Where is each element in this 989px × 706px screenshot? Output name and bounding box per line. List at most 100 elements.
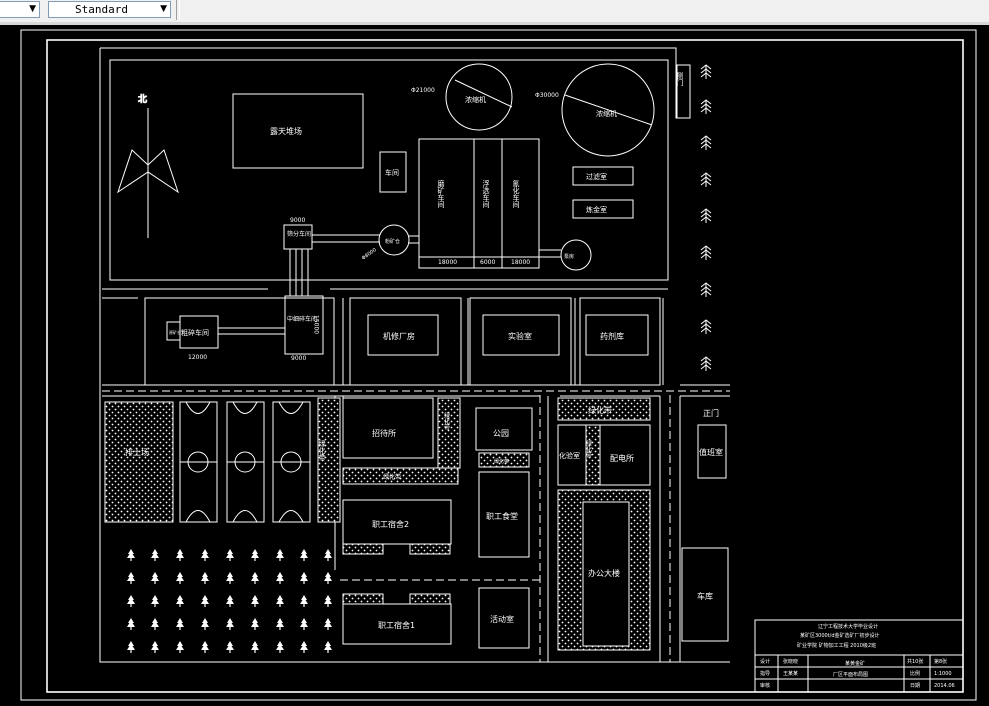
thickener-2 — [561, 63, 655, 157]
side-gate — [676, 64, 691, 119]
layer-combo[interactable]: ▼ — [0, 1, 40, 18]
green-belt-top — [557, 397, 651, 421]
label-green-2: 绿化带 — [383, 473, 401, 481]
dormitory-2 — [342, 499, 452, 545]
process-area-border — [109, 59, 669, 281]
label-open-storage: 露天堆场 — [270, 126, 302, 136]
tb-line-1: 辽宁工程技术大学毕业设计 — [818, 623, 878, 630]
label-side-gate: 侧门 — [676, 71, 684, 87]
tb-guide-label: 指导 — [760, 670, 770, 677]
label-ore-bin-dim: Φ8000 — [361, 247, 378, 261]
label-thickener-1-dim: Φ21000 — [411, 87, 435, 94]
main-mill-building — [418, 138, 540, 269]
label-smelting-room: 炼金室 — [586, 205, 607, 214]
tb-date-label: 日期 — [910, 683, 920, 689]
dim-18000-b: 18000 — [511, 259, 530, 266]
tb-sheet-no: 第8张 — [934, 658, 947, 665]
green-belt-1 — [317, 397, 341, 523]
title-block-text: 辽宁工程技术大学毕业设计 某矿区3000t/d金矿选矿厂初步设计 矿业学院 矿物… — [760, 623, 955, 689]
green-belt-small — [478, 452, 530, 468]
activity-room — [478, 587, 530, 649]
label-green-top: 绿化带 — [588, 405, 612, 415]
tb-date: 2014.06 — [934, 683, 955, 689]
dormitory-1 — [342, 603, 452, 645]
label-lab: 实验室 — [508, 331, 532, 341]
label-screening: 筛分车间 — [287, 230, 311, 238]
repair-shop — [367, 314, 439, 356]
label-green-1: 绿化带 — [318, 439, 326, 462]
label-cyanidation: 氰化车间 — [512, 179, 520, 209]
screening-building — [283, 224, 313, 250]
dim-6000: 6000 — [480, 259, 495, 266]
label-dump: 排土场 — [125, 447, 149, 457]
label-flotation: 浮选车间 — [482, 179, 490, 209]
label-guard-room: 值班室 — [699, 447, 723, 457]
label-dorm-1: 职工宿舍1 — [378, 620, 415, 630]
laboratory — [482, 314, 560, 356]
dim-18000-a: 18000 — [438, 259, 457, 266]
label-repair-shop: 机修厂房 — [383, 331, 415, 341]
label-assay-room: 化验室 — [559, 451, 580, 460]
tb-scale-label: 比例 — [910, 670, 920, 677]
tb-design-label: 设计 — [760, 658, 770, 665]
label-green-vertical: 绿化带 — [585, 439, 592, 459]
label-raw-ore-bin: 原矿仓 — [169, 329, 181, 335]
tb-sheets: 共10张 — [907, 658, 923, 665]
label-activity-room: 活动室 — [490, 614, 514, 624]
chevron-down-icon: ▼ — [29, 4, 36, 14]
sheet-outer-border — [20, 29, 977, 701]
toolbar: ▼ Standard ▼ — [0, 0, 989, 23]
label-main-gate: 正门 — [703, 408, 719, 418]
sheet-inner-border — [46, 39, 964, 693]
label-reagent-store: 药剂库 — [600, 331, 624, 341]
north-label: 北 — [138, 94, 147, 105]
canteen — [478, 471, 530, 558]
label-power-room: 配电所 — [610, 453, 634, 463]
dim-9000-b: 9000 — [291, 355, 306, 362]
north-arrow: 北 — [117, 94, 179, 238]
tb-drawing-title: 厂区平面布局图 — [833, 671, 868, 678]
park — [475, 407, 533, 451]
label-coarse-crush: 粗碎车间 — [181, 328, 209, 337]
label-pump-room: 泵房 — [564, 253, 574, 260]
label-thickener-2: 浓缩机 — [596, 109, 617, 118]
site-plan-drawing: 北 — [20, 29, 977, 701]
label-green-3: 绿化带 — [443, 411, 450, 431]
tb-project: 某黄金矿 — [845, 660, 865, 667]
guard-room — [697, 424, 727, 479]
label-guest-house: 招待所 — [372, 428, 396, 438]
drawing-canvas[interactable]: 北 — [0, 25, 989, 702]
label-park: 公园 — [493, 429, 509, 438]
dim-15000: 15000 — [313, 315, 320, 334]
label-office: 办公大楼 — [588, 568, 620, 578]
power-room — [599, 424, 651, 486]
label-ore-bin: 粉矿仓 — [385, 238, 400, 245]
smelting-room — [572, 199, 634, 219]
chevron-down-icon: ▼ — [160, 4, 167, 14]
label-green-small: 绿化带 — [494, 458, 509, 465]
tb-line-2: 某矿区3000t/d金矿选矿厂初步设计 — [800, 632, 880, 639]
guest-house — [342, 397, 434, 459]
basketball-courts — [179, 401, 311, 523]
tree-grid — [127, 549, 332, 653]
dim-9000: 9000 — [290, 217, 305, 224]
dim-12000: 12000 — [188, 354, 207, 361]
label-dorm-2: 职工宿舍2 — [372, 519, 409, 529]
drawing-labels: 露天堆场 浓缩机 Φ21000 浓缩机 Φ30000 车间 磨矿车间 浮选车间 … — [125, 71, 723, 630]
ore-bin — [378, 224, 410, 256]
text-style-combo[interactable]: Standard ▼ — [48, 1, 171, 18]
toolbar-separator — [0, 22, 989, 25]
thickener-1 — [445, 63, 513, 131]
tb-review-label: 审核 — [760, 682, 770, 689]
garage — [681, 547, 729, 642]
reagent-store — [585, 314, 649, 356]
tree-column-east — [700, 64, 712, 372]
title-block — [754, 619, 964, 693]
pump-room — [560, 239, 592, 271]
label-grinding: 磨矿车间 — [437, 179, 445, 209]
workshop-small — [379, 151, 407, 193]
label-thickener-1: 浓缩机 — [465, 95, 486, 104]
text-style-value: Standard — [75, 3, 128, 16]
green-belt-3 — [437, 397, 461, 469]
filter-room — [572, 166, 634, 186]
